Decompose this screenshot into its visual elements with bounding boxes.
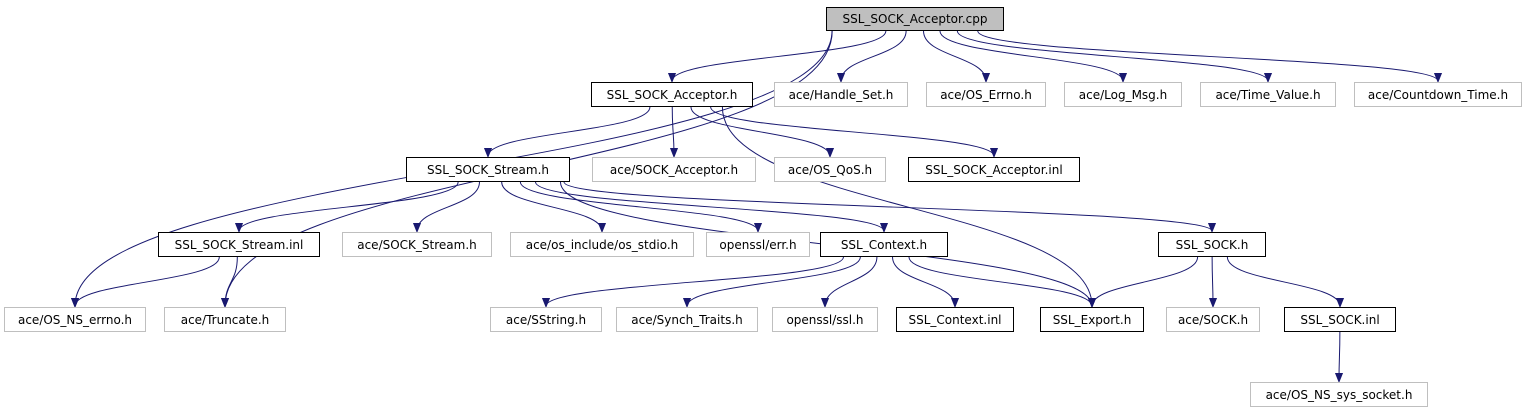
edge-stream-h-to-stream-inl — [239, 181, 459, 231]
edge-acc-h-to-export-h — [721, 106, 1092, 306]
edge-acc-h-to-sock-acceptor — [672, 106, 674, 156]
node-os-ns-sys-socket: ace/OS_NS_sys_socket.h — [1250, 382, 1428, 407]
node-synch-traits: ace/Synch_Traits.h — [616, 307, 758, 332]
node-sock-inl[interactable]: SSL_SOCK.inl — [1284, 307, 1396, 332]
node-os-ns-errno: ace/OS_NS_errno.h — [4, 307, 146, 332]
edge-acc-h-to-os-qos — [690, 106, 830, 156]
node-countdown: ace/Countdown_Time.h — [1354, 82, 1522, 107]
node-stream-inl[interactable]: SSL_SOCK_Stream.inl — [158, 232, 320, 257]
node-acc-h[interactable]: SSL_SOCK_Acceptor.h — [591, 82, 753, 107]
node-sock-stream: ace/SOCK_Stream.h — [342, 232, 492, 257]
edge-sock-h-to-sock-inl — [1226, 256, 1340, 306]
edge-root-to-time-value — [956, 30, 1268, 81]
node-sock-h[interactable]: SSL_SOCK.h — [1158, 232, 1266, 257]
node-context-h[interactable]: SSL_Context.h — [820, 232, 948, 257]
edge-sock-h-to-ace-sock — [1212, 256, 1213, 306]
node-os-qos: ace/OS_QoS.h — [774, 157, 886, 182]
edge-stream-h-to-sock-h — [563, 181, 1212, 231]
node-os-stdio: ace/os_include/os_stdio.h — [510, 232, 694, 257]
edge-stream-h-to-context-h — [535, 181, 884, 231]
edge-stream-inl-to-os-ns-errno — [75, 256, 220, 306]
edge-stream-inl-to-truncate — [225, 256, 238, 306]
node-truncate: ace/Truncate.h — [164, 307, 286, 332]
edge-context-h-to-context-inl — [892, 256, 955, 306]
node-sock-acceptor: ace/SOCK_Acceptor.h — [592, 157, 756, 182]
node-context-inl[interactable]: SSL_Context.inl — [896, 307, 1014, 332]
edge-context-h-to-export-h — [908, 256, 1092, 306]
edge-stream-h-to-os-stdio — [501, 181, 602, 231]
node-time-value: ace/Time_Value.h — [1200, 82, 1336, 107]
edge-sock-h-to-export-h — [1092, 256, 1199, 306]
node-ace-sock: ace/SOCK.h — [1166, 307, 1260, 332]
edge-root-to-handle-set — [841, 30, 907, 81]
node-acc-inl[interactable]: SSL_SOCK_Acceptor.inl — [908, 157, 1080, 182]
edge-context-h-to-synch-traits — [687, 256, 861, 306]
edge-root-to-acc-h — [672, 30, 887, 81]
edge-acc-h-to-stream-h — [488, 106, 651, 156]
edge-root-to-os-errno — [923, 30, 986, 81]
edge-acc-h-to-acc-inl — [710, 106, 994, 156]
edge-root-to-log-msg — [939, 30, 1123, 81]
node-sstring: ace/SString.h — [490, 307, 602, 332]
edge-context-h-to-sstring — [546, 256, 844, 306]
node-export-h[interactable]: SSL_Export.h — [1040, 307, 1144, 332]
edge-root-to-countdown — [977, 30, 1438, 81]
edge-stream-h-to-openssl-err — [519, 181, 758, 231]
node-log-msg: ace/Log_Msg.h — [1064, 82, 1182, 107]
edge-stream-h-to-sock-stream — [417, 181, 480, 231]
node-root[interactable]: SSL_SOCK_Acceptor.cpp — [826, 7, 1004, 31]
node-os-errno: ace/OS_Errno.h — [926, 82, 1046, 107]
node-openssl-err: openssl/err.h — [706, 232, 810, 257]
node-handle-set: ace/Handle_Set.h — [774, 82, 908, 107]
node-stream-h[interactable]: SSL_SOCK_Stream.h — [406, 157, 570, 182]
edge-sock-inl-to-os-ns-sys-socket — [1339, 331, 1340, 381]
node-openssl-ssl: openssl/ssl.h — [772, 307, 878, 332]
edge-context-h-to-openssl-ssl — [825, 256, 878, 306]
